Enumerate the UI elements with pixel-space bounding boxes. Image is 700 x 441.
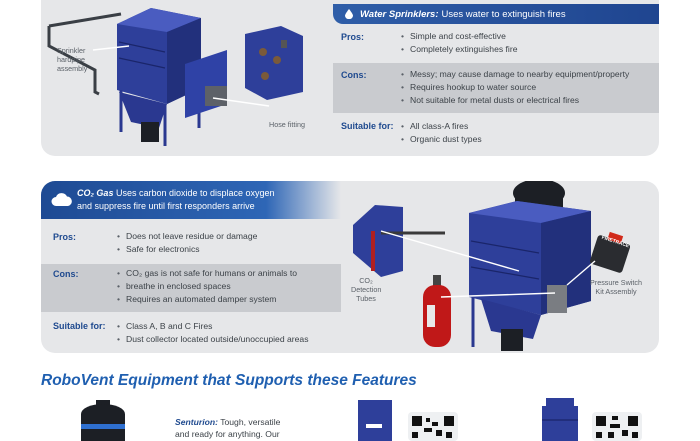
co2-dust-collector-illustration [353,181,631,351]
water-sprinklers-desc: Uses water to extinguish fires [441,8,566,20]
qr-code-icon[interactable] [408,412,458,441]
co2-header: CO₂ Gas Uses carbon dioxide to displace … [41,181,341,219]
list-item: Organic dust types [401,133,482,146]
suitable-label: Suitable for: [53,321,106,331]
cons-label: Cons: [341,70,367,80]
water-sprinklers-header: Water Sprinklers: Uses water to extingui… [333,4,659,24]
list-item: Requires an automated damper system [117,293,297,306]
list-item: Completely extinguishes fire [401,43,517,56]
list-item: All class-A fires [401,120,482,133]
cons-label: Cons: [53,269,79,279]
list-item: breathe in enclosed spaces [117,280,297,293]
co2-pros-row: Pros: Does not leave residue or damage S… [41,225,341,263]
water-sprinklers-panel: Water Sprinklers: Uses water to extingui… [41,0,659,156]
water-sprinklers-title: Water Sprinklers: [360,8,439,20]
senturion-product-image [81,400,125,441]
callout-co2-detection-tubes: CO₂ Detection Tubes [351,276,382,303]
callout-pressure-switch-kit: Pressure Switch Kit Assembly [590,278,642,296]
senturion-name: Senturion: [175,417,218,427]
list-item: Not suitable for metal dusts or electric… [401,94,629,107]
callout-hardpipe: Sprinkler hardpipe assembly [57,46,88,73]
cloud-icon [51,193,72,206]
co2-desc-line1: Uses carbon dioxide to displace oxygen [115,188,275,198]
sprinkler-dust-collector-illustration [47,8,303,146]
co2-cons-row: Cons: CO₂ gas is not safe for humans or … [41,264,341,312]
water-drop-icon [345,9,353,19]
list-item: Safe for electronics [117,243,257,256]
callout-hose-fitting: Hose fitting [269,120,305,129]
senturion-text-line1: Tough, versatile [220,417,281,427]
sprinklers-suitable-row: Suitable for: All class-A fires Organic … [333,117,659,151]
co2-gas-panel: CO₂ Gas Uses carbon dioxide to displace … [41,181,659,353]
list-item: Simple and cost-effective [401,30,517,43]
senturion-description: Senturion: Tough, versatile and ready fo… [175,416,280,440]
pros-label: Pros: [341,32,365,42]
list-item: Dust collector located outside/unoccupie… [117,333,309,346]
robovent-tall-product-image [542,398,578,441]
section-heading: RoboVent Equipment that Supports these F… [41,372,417,389]
co2-suitable-row: Suitable for: Class A, B and C Fires Dus… [41,317,341,351]
list-item: Does not leave residue or damage [117,230,257,243]
sprinklers-pros-row: Pros: Simple and cost-effective Complete… [333,24,659,60]
sprinklers-cons-row: Cons: Messy; may cause damage to nearby … [333,63,659,113]
list-item: Class A, B and C Fires [117,320,309,333]
pros-label: Pros: [53,232,77,242]
list-item: Requires hookup to water source [401,81,629,94]
senturion-text-line2: and ready for anything. Our [175,429,280,439]
co2-title: CO₂ Gas [77,188,114,198]
list-item: CO₂ gas is not safe for humans or animal… [117,267,297,280]
co2-desc-line2: and suppress fire until first responders… [77,201,255,211]
robovent-product-image [358,400,392,441]
suitable-label: Suitable for: [341,121,394,131]
qr-code-icon[interactable] [592,412,642,441]
list-item: Messy; may cause damage to nearby equipm… [401,68,629,81]
